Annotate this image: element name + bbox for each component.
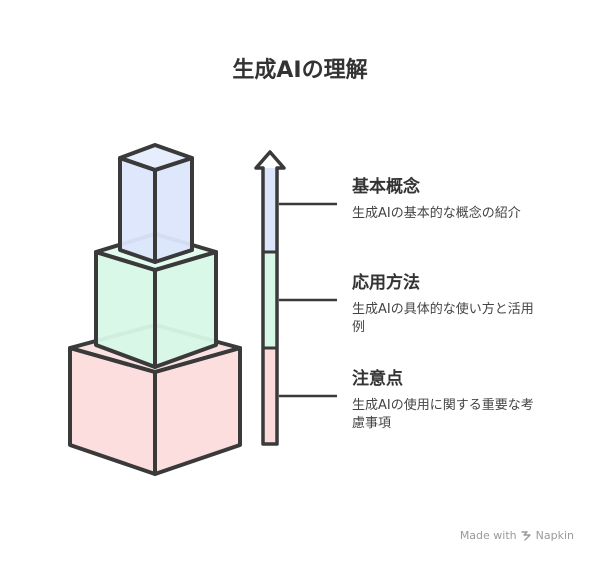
napkin-brand-label: Napkin (535, 529, 574, 542)
arrow-segment-green (263, 252, 277, 348)
arrow-segment-blue (263, 168, 277, 252)
cube-top (118, 143, 194, 264)
item-desc-basic-concepts: 生成AIの基本的な概念の紹介 (352, 206, 521, 221)
diagram-title: 生成AIの理解 (232, 58, 368, 83)
cube-middle-right-face (153, 250, 218, 369)
progress-arrow (254, 150, 286, 446)
napkin-logo-icon (520, 531, 531, 541)
item-desc-cautions: 生成AIの使用に関する重要な考慮事項 (352, 398, 534, 431)
item-heading-cautions: 注意点 (352, 369, 403, 389)
cube-top-right-face (153, 156, 194, 264)
item-desc-applications: 生成AIの具体的な使い方と活用例 (352, 302, 534, 335)
cube-middle (94, 232, 218, 369)
item-heading-applications: 応用方法 (352, 273, 420, 293)
arrow-segment-red (263, 348, 277, 444)
arrow-outline (254, 150, 286, 446)
item-heading-basic-concepts: 基本概念 (352, 177, 420, 197)
cube-bottom-right-face (153, 346, 242, 476)
made-with-label: Made with (459, 529, 517, 542)
made-with-napkin-watermark[interactable]: Made with Napkin (460, 529, 574, 542)
